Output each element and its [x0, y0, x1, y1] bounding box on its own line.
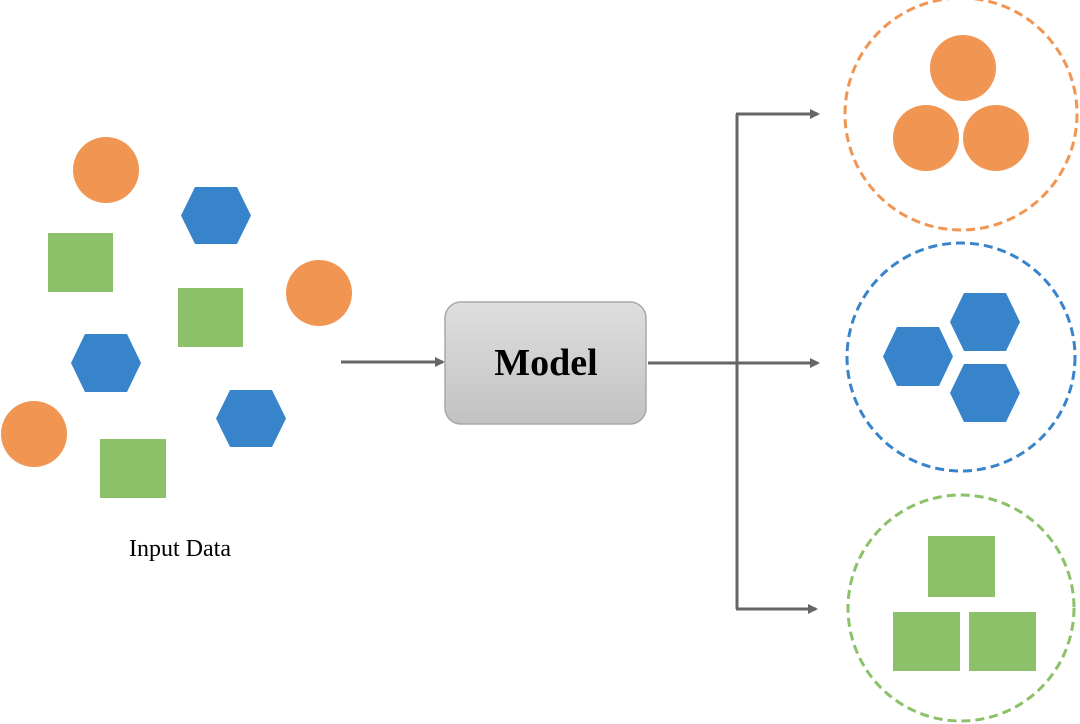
- cluster-orange-circles: [843, 0, 1079, 232]
- input-green-square: [48, 233, 113, 292]
- cluster-boundary-dashed-circle: [845, 241, 1077, 473]
- cluster-member-blue-hexagon: [950, 364, 1020, 422]
- input-orange-circle: [1, 401, 67, 467]
- input-green-square: [178, 288, 243, 347]
- input-blue-hexagon: [71, 334, 141, 392]
- cluster-blue-hexagons: [845, 241, 1077, 473]
- cluster-member-orange-circle: [930, 35, 996, 101]
- cluster-member-green-square: [928, 536, 995, 597]
- cluster-member-orange-circle: [963, 105, 1029, 171]
- input-orange-circle: [286, 260, 352, 326]
- output-clusters: [843, 0, 1079, 723]
- model-box[interactable]: Model: [444, 301, 647, 425]
- input-blue-hexagon: [216, 390, 286, 447]
- cluster-member-blue-hexagon: [883, 327, 953, 386]
- cluster-boundary-dashed-circle: [843, 0, 1079, 232]
- cluster-green-squares: [846, 493, 1076, 723]
- input-blue-hexagon: [181, 187, 251, 244]
- cluster-member-green-square: [969, 612, 1036, 671]
- cluster-member-green-square: [893, 612, 960, 671]
- output-connectors: [648, 109, 820, 614]
- input-green-square: [100, 439, 166, 498]
- model-label: Model: [494, 342, 597, 384]
- cluster-boundary-dashed-circle: [846, 493, 1076, 723]
- model-box-background: [444, 301, 647, 425]
- input-data-label: Input Data: [129, 536, 231, 562]
- cluster-member-orange-circle: [893, 105, 959, 171]
- input-data-group: [1, 137, 352, 498]
- cluster-member-blue-hexagon: [950, 293, 1020, 351]
- input-orange-circle: [73, 137, 139, 203]
